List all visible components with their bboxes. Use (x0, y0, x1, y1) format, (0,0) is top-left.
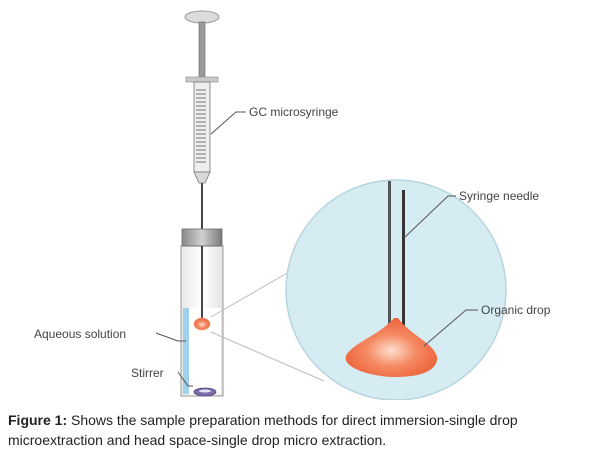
magnified-needle-left (388, 181, 391, 327)
plunger-head (184, 10, 220, 24)
label-syringe-needle: Syringe needle (459, 189, 539, 203)
magnify-line-top (210, 267, 297, 318)
plunger-rod (198, 21, 206, 79)
barrel-taper (193, 171, 211, 184)
magnifier-circle (285, 179, 507, 400)
needle-in-vial (201, 246, 203, 320)
magnify-line-bottom (210, 331, 325, 382)
caption-text: Shows the sample preparation methods for… (8, 412, 518, 448)
leader-syringe-needle (403, 195, 456, 239)
magnified-needle-right (402, 190, 405, 327)
leader-organic-drop (423, 309, 478, 347)
syringe-barrel (193, 81, 211, 173)
label-aqueous-solution: Aqueous solution (34, 327, 126, 341)
aqueous-solution-band (183, 308, 189, 394)
label-organic-drop: Organic drop (481, 303, 551, 317)
magnified-view (285, 179, 507, 400)
leader-gc-microsyringe (210, 111, 246, 135)
leader-aqueous-solution (155, 332, 186, 342)
vial-cap (181, 228, 223, 247)
sample-vial (180, 228, 224, 397)
label-gc-microsyringe: GC microsyringe (249, 105, 339, 119)
barrel-graduations (196, 89, 206, 163)
syringe-flange (185, 76, 219, 83)
label-stirrer: Stirrer (131, 366, 164, 380)
caption-prefix: Figure 1: (8, 412, 68, 428)
figure-caption: Figure 1: Shows the sample preparation m… (8, 410, 594, 450)
organic-drop (345, 318, 438, 377)
sdme-diagram: GC microsyringe Syringe needle Organic d… (34, 10, 551, 400)
small-drop (193, 317, 211, 331)
leader-stirrer (177, 371, 193, 387)
stirrer-highlight (199, 389, 211, 393)
